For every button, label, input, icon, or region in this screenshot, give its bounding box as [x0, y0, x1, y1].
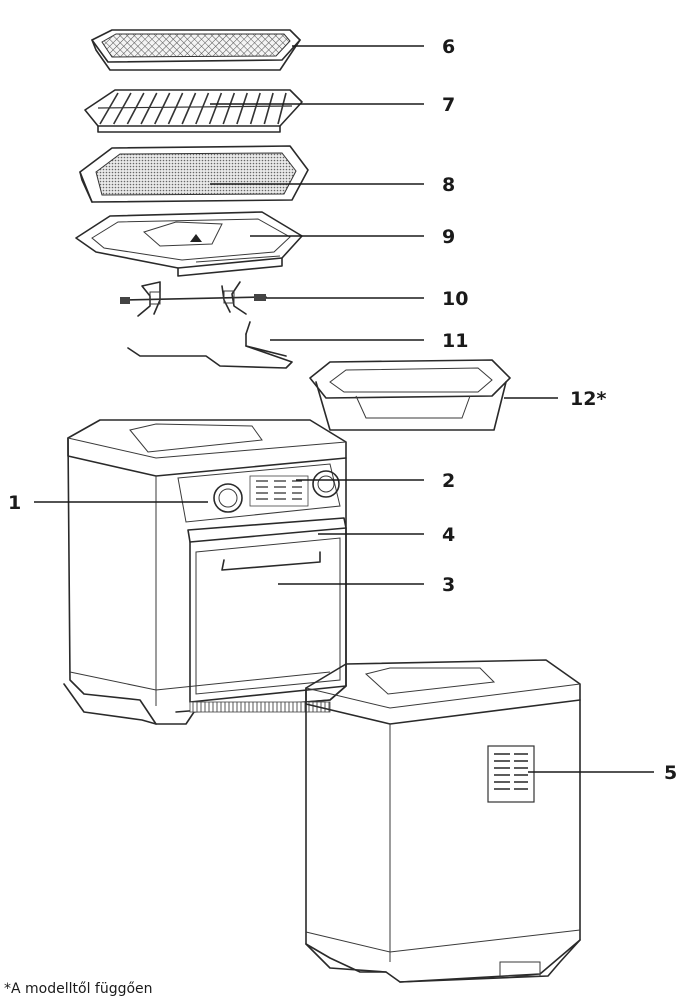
grill-tray [79, 145, 309, 203]
crumb-tray [75, 211, 303, 277]
label-10: 10 [442, 288, 468, 310]
baking-pan [309, 359, 511, 431]
label-7: 7 [442, 94, 455, 116]
air-fryer-rear [305, 659, 581, 983]
air-fryer-front [63, 419, 347, 725]
label-2: 2 [442, 470, 455, 492]
rotisserie-handle [127, 321, 293, 369]
label-12: 12* [570, 388, 606, 410]
label-5: 5 [664, 762, 677, 784]
control-panel-icons [249, 475, 309, 507]
label-6: 6 [442, 36, 455, 58]
mesh-basket [91, 29, 301, 71]
label-9: 9 [442, 226, 455, 248]
wire-rack [84, 89, 303, 133]
label-11: 11 [442, 330, 468, 352]
part-labels: 6 7 8 9 10 11 12* 1 2 4 3 5 [8, 36, 677, 784]
label-4: 4 [442, 524, 455, 546]
rating-label [487, 745, 535, 803]
label-1: 1 [8, 492, 21, 514]
label-8: 8 [442, 174, 455, 196]
rotisserie-spit [120, 281, 267, 317]
footnote: *A modelltől függően [4, 981, 153, 997]
leader-lines [34, 45, 654, 773]
label-3: 3 [442, 574, 455, 596]
